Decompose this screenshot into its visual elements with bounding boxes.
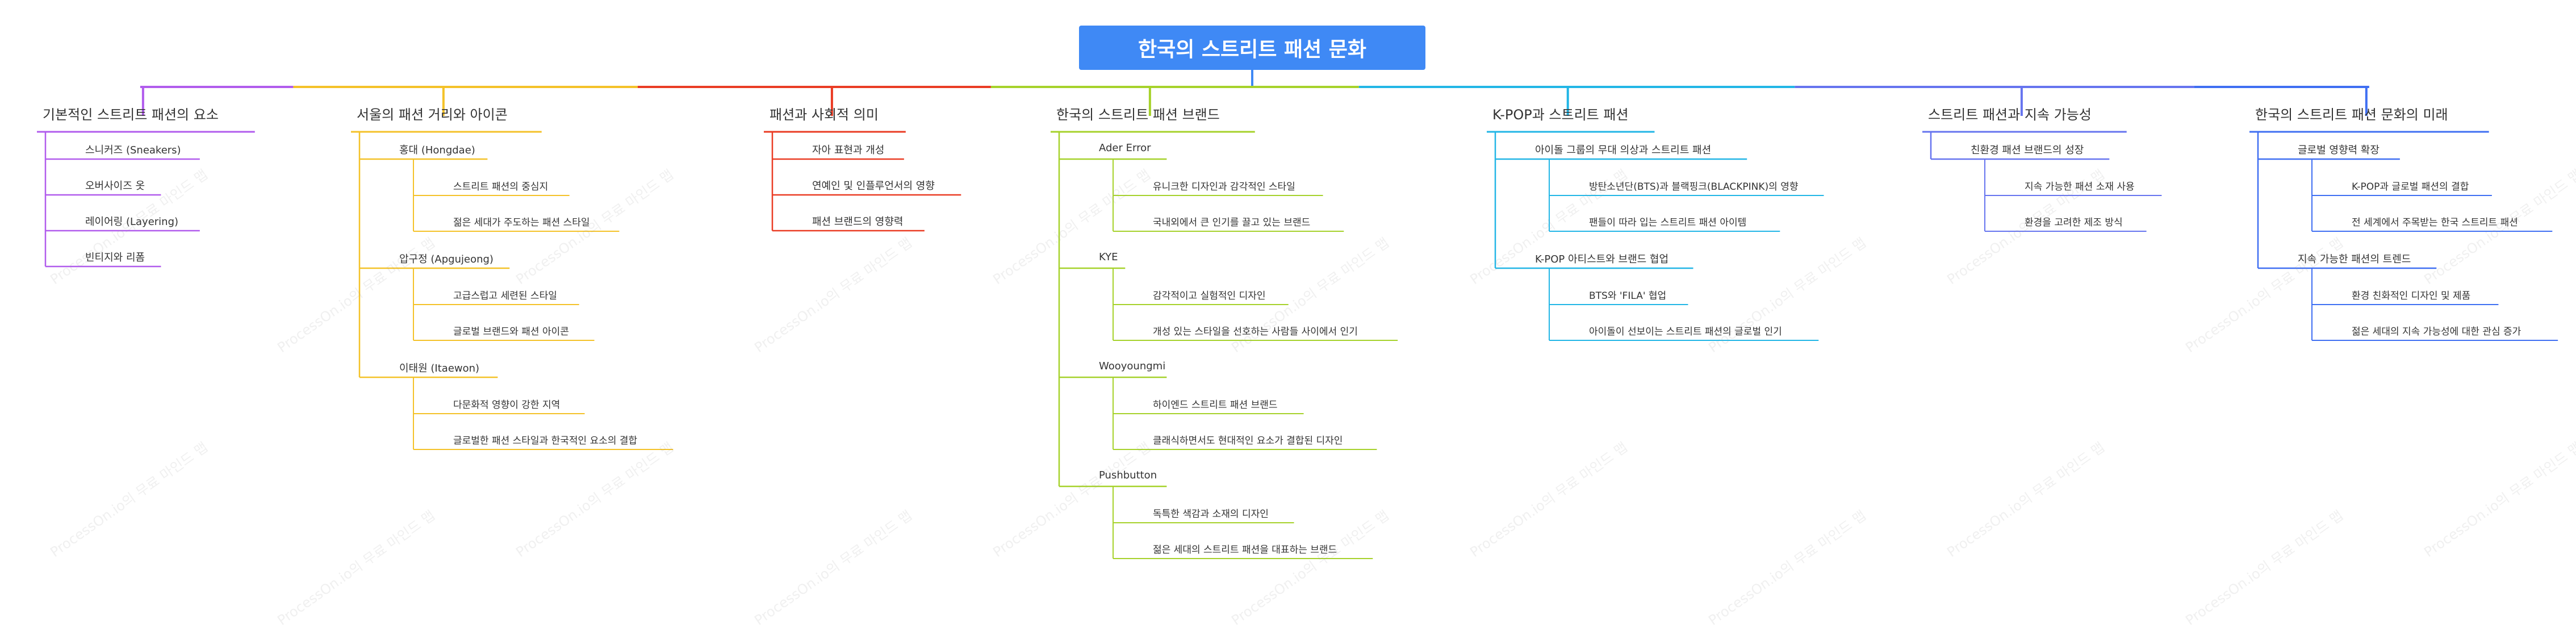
subtopic[interactable]: 홍대 (Hongdae)	[399, 144, 475, 156]
branch-topic[interactable]: 한국의 스트리트 패션 브랜드	[1056, 107, 1220, 123]
subtopic[interactable]: 지속 가능한 패션의 트렌드	[2298, 253, 2411, 265]
leaf-topic[interactable]: 팬들이 따라 입는 스트리트 패션 아이템	[1589, 217, 1747, 228]
branch-topic[interactable]: K-POP과 스트리트 패션	[1492, 107, 1629, 123]
subtopic[interactable]: 오버사이즈 옷	[85, 180, 145, 192]
branch-topic[interactable]: 스트리트 패션과 지속 가능성	[1928, 107, 2092, 123]
branch-topic[interactable]: 패션과 사회적 의미	[770, 107, 879, 123]
root-topic[interactable]: 한국의 스트리트 패션 문화	[1079, 26, 1425, 70]
subtopic[interactable]: Wooyoungmi	[1099, 360, 1166, 372]
leaf-topic[interactable]: 고급스럽고 세련된 스타일	[453, 290, 557, 302]
leaf-topic[interactable]: 젊은 세대의 스트리트 패션을 대표하는 브랜드	[1153, 544, 1337, 556]
branch-topic[interactable]: 기본적인 스트리트 패션의 요소	[43, 107, 219, 123]
branch-topic[interactable]: 서울의 패션 거리와 아이콘	[357, 107, 508, 123]
leaf-topic[interactable]: 독특한 색감과 소재의 디자인	[1153, 509, 1269, 520]
subtopic[interactable]: 빈티지와 리폼	[85, 252, 145, 264]
connector-lines	[37, 70, 2558, 559]
leaf-topic[interactable]: 전 세계에서 주목받는 한국 스트리트 패션	[2352, 217, 2518, 228]
subtopic[interactable]: 이태원 (Itaewon)	[399, 363, 480, 374]
leaf-topic[interactable]: 국내외에서 큰 인기를 끌고 있는 브랜드	[1153, 217, 1311, 228]
subtopic[interactable]: 레이어링 (Layering)	[85, 216, 179, 228]
subtopic[interactable]: Ader Error	[1099, 142, 1151, 154]
subtopic[interactable]: 자아 표현과 개성	[812, 144, 885, 156]
subtopic[interactable]: 패션 브랜드의 영향력	[812, 216, 904, 228]
leaf-topic[interactable]: 방탄소년단(BTS)과 블랙핑크(BLACKPINK)의 영향	[1589, 181, 1799, 193]
leaf-topic[interactable]: 젊은 세대의 지속 가능성에 대한 관심 증가	[2352, 326, 2521, 338]
leaf-topic[interactable]: 감각적이고 실험적인 디자인	[1153, 290, 1266, 302]
branch-topic[interactable]: 한국의 스트리트 패션 문화의 미래	[2255, 107, 2448, 123]
leaf-topic[interactable]: 글로벌 브랜드와 패션 아이콘	[453, 326, 569, 338]
leaf-topic[interactable]: 젊은 세대가 주도하는 패션 스타일	[453, 217, 590, 228]
leaf-topic[interactable]: 지속 가능한 패션 소재 사용	[2025, 181, 2135, 193]
leaf-topic[interactable]: 스트리트 패션의 중심지	[453, 181, 549, 193]
subtopic[interactable]: 아이돌 그룹의 무대 의상과 스트리트 패션	[1535, 144, 1712, 156]
leaf-topic[interactable]: BTS와 'FILA' 협업	[1589, 290, 1667, 302]
leaf-topic[interactable]: 글로벌한 패션 스타일과 한국적인 요소의 결합	[453, 435, 638, 447]
leaf-topic[interactable]: 클래식하면서도 현대적인 요소가 결합된 디자인	[1153, 435, 1343, 447]
subtopic[interactable]: 압구정 (Apgujeong)	[399, 253, 494, 265]
leaf-topic[interactable]: 개성 있는 스타일을 선호하는 사람들 사이에서 인기	[1153, 326, 1358, 338]
subtopic[interactable]: 글로벌 영향력 확장	[2298, 144, 2380, 156]
subtopic[interactable]: KYE	[1099, 251, 1118, 263]
leaf-topic[interactable]: 다문화적 영향이 강한 지역	[453, 399, 561, 411]
leaf-topic[interactable]: 유니크한 디자인과 감각적인 스타일	[1153, 181, 1295, 193]
subtopic[interactable]: K-POP 아티스트와 브랜드 협업	[1535, 253, 1669, 265]
subtopic[interactable]: 연예인 및 인플루언서의 영향	[812, 180, 935, 192]
leaf-topic[interactable]: 환경 친화적인 디자인 및 제품	[2352, 290, 2471, 302]
leaf-topic[interactable]: 하이엔드 스트리트 패션 브랜드	[1153, 399, 1278, 411]
subtopic[interactable]: 친환경 패션 브랜드의 성장	[1971, 144, 2084, 156]
subtopic[interactable]: 스니커즈 (Sneakers)	[85, 144, 181, 156]
leaf-topic[interactable]: K-POP과 글로벌 패션의 결합	[2352, 181, 2469, 193]
leaf-topic[interactable]: 아이돌이 선보이는 스트리트 패션의 글로벌 인기	[1589, 326, 1782, 338]
subtopic[interactable]: Pushbutton	[1099, 469, 1157, 481]
leaf-topic[interactable]: 환경을 고려한 제조 방식	[2025, 217, 2123, 228]
